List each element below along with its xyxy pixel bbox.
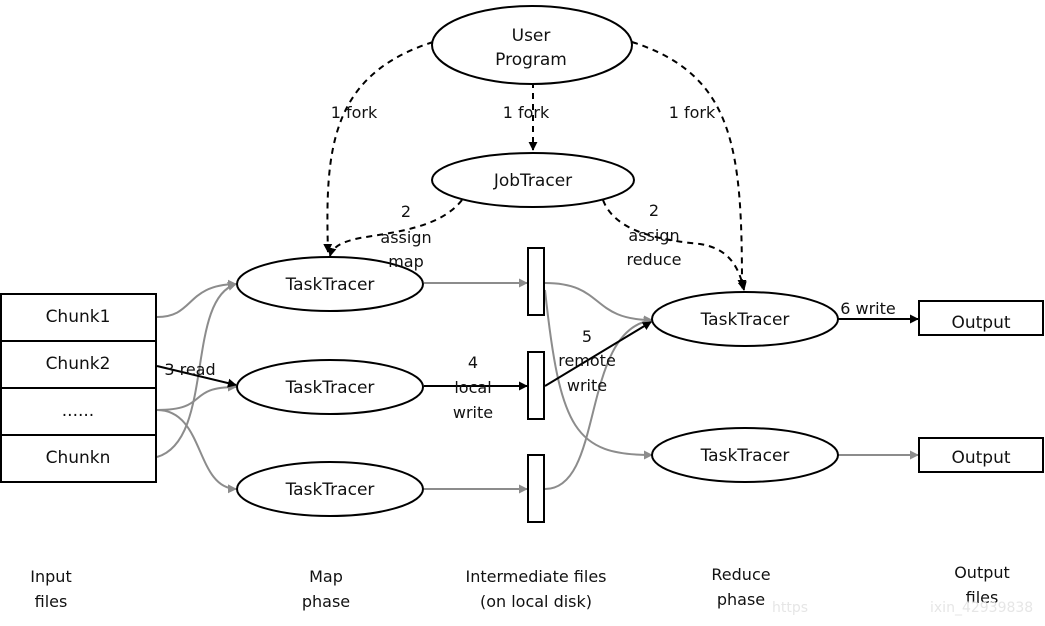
assign-reduce-edge — [602, 199, 747, 291]
fork-edge-right — [631, 41, 747, 289]
reduce-task-label: TaskTracer — [700, 446, 790, 466]
reduce-task-node: TaskTracer — [651, 427, 839, 483]
chunk-label: Chunk2 — [46, 354, 111, 374]
chunk-label: Chunkn — [46, 448, 111, 468]
reduce-task-node: TaskTracer — [651, 291, 839, 347]
watermark-right: ixin_42939838 — [930, 600, 1033, 616]
phase-label-input-line1: Input — [30, 567, 71, 586]
output-box: Output — [918, 300, 1044, 336]
user-program-label-line1: User — [512, 26, 551, 46]
dots-to-map3-edge — [156, 409, 237, 494]
input-chunks-stack: Chunk1 Chunk2 ...... Chunkn — [0, 293, 157, 483]
phase-label-reduce-line1: Reduce — [711, 565, 770, 584]
fork-label-center: 1 fork — [503, 103, 550, 122]
output-label: Output — [951, 313, 1010, 333]
user-program-node: User Program — [431, 5, 633, 85]
map-task-node: TaskTracer — [236, 461, 424, 517]
fork-label-left: 1 fork — [331, 103, 378, 122]
watermark-left: https — [772, 600, 808, 616]
file1-to-reduce1-edge — [544, 282, 653, 325]
phase-label-input-line2: files — [35, 592, 68, 611]
assign-reduce-label-line2: assign — [628, 226, 679, 245]
chunk-box — [0, 340, 157, 389]
dots-to-map2-edge — [156, 382, 237, 411]
phase-label-intermediate-line1: Intermediate files — [465, 567, 606, 586]
intermediate-file-bar — [527, 247, 545, 316]
assign-map-edge — [327, 199, 463, 257]
fork-edge-left — [323, 41, 434, 253]
local-write-label-line1: 4 — [468, 353, 478, 372]
read-edge — [156, 365, 237, 388]
read-label: 3 read — [164, 360, 215, 379]
chunk-box — [0, 434, 157, 483]
write-label: 6 write — [840, 299, 896, 318]
chunk-label: Chunk1 — [46, 307, 111, 327]
assign-map-label-line2: assign — [380, 228, 431, 247]
assign-map-label-line3: map — [388, 252, 424, 271]
chunk-label: ...... — [62, 401, 94, 421]
remote-write-label-line3: write — [567, 376, 607, 395]
intermediate-file-bar — [527, 454, 545, 523]
map-task-node: TaskTracer — [236, 256, 424, 312]
user-program-label-line2: Program — [495, 50, 567, 70]
assign-reduce-label-line1: 2 — [649, 201, 659, 220]
chunkn-to-map1-edge — [156, 282, 237, 458]
file3-to-reduce1-edge — [544, 316, 653, 490]
output-label: Output — [951, 448, 1010, 468]
phase-label-intermediate-line2: (on local disk) — [480, 592, 592, 611]
job-tracer-node: JobTracer — [431, 152, 635, 208]
local-write-label-line2: local — [454, 378, 491, 397]
map-task-label: TaskTracer — [285, 275, 375, 295]
chunk1-to-map1-edge — [156, 279, 237, 318]
phase-label-reduce-line2: phase — [717, 590, 765, 609]
job-tracer-label: JobTracer — [493, 171, 572, 191]
fork-label-right: 1 fork — [669, 103, 716, 122]
local-write-label-line3: write — [453, 403, 493, 422]
file1-to-reduce2-edge — [544, 289, 653, 460]
assign-map-label-line1: 2 — [401, 202, 411, 221]
intermediate-file-bar — [527, 351, 545, 420]
assign-reduce-label-line3: reduce — [626, 250, 681, 269]
output-box: Output — [918, 437, 1044, 473]
remote-write-label-line1: 5 — [582, 327, 592, 346]
map-task-label: TaskTracer — [285, 378, 375, 398]
phase-label-output-line1: Output — [954, 563, 1010, 582]
remote-write-edge — [544, 321, 652, 387]
map-task-label: TaskTracer — [285, 480, 375, 500]
phase-label-map-line1: Map — [309, 567, 343, 586]
remote-write-label-line2: remote — [558, 351, 616, 370]
reduce-task-label: TaskTracer — [700, 310, 790, 330]
map-task-node: TaskTracer — [236, 359, 424, 415]
phase-label-output-line2: files — [966, 588, 999, 607]
phase-label-map-line2: phase — [302, 592, 350, 611]
